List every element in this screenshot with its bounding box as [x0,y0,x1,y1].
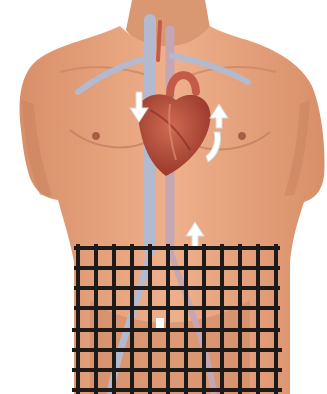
left-nipple [92,132,100,140]
marker-square [156,318,164,328]
right-nipple [238,132,246,140]
carotid [158,22,160,60]
